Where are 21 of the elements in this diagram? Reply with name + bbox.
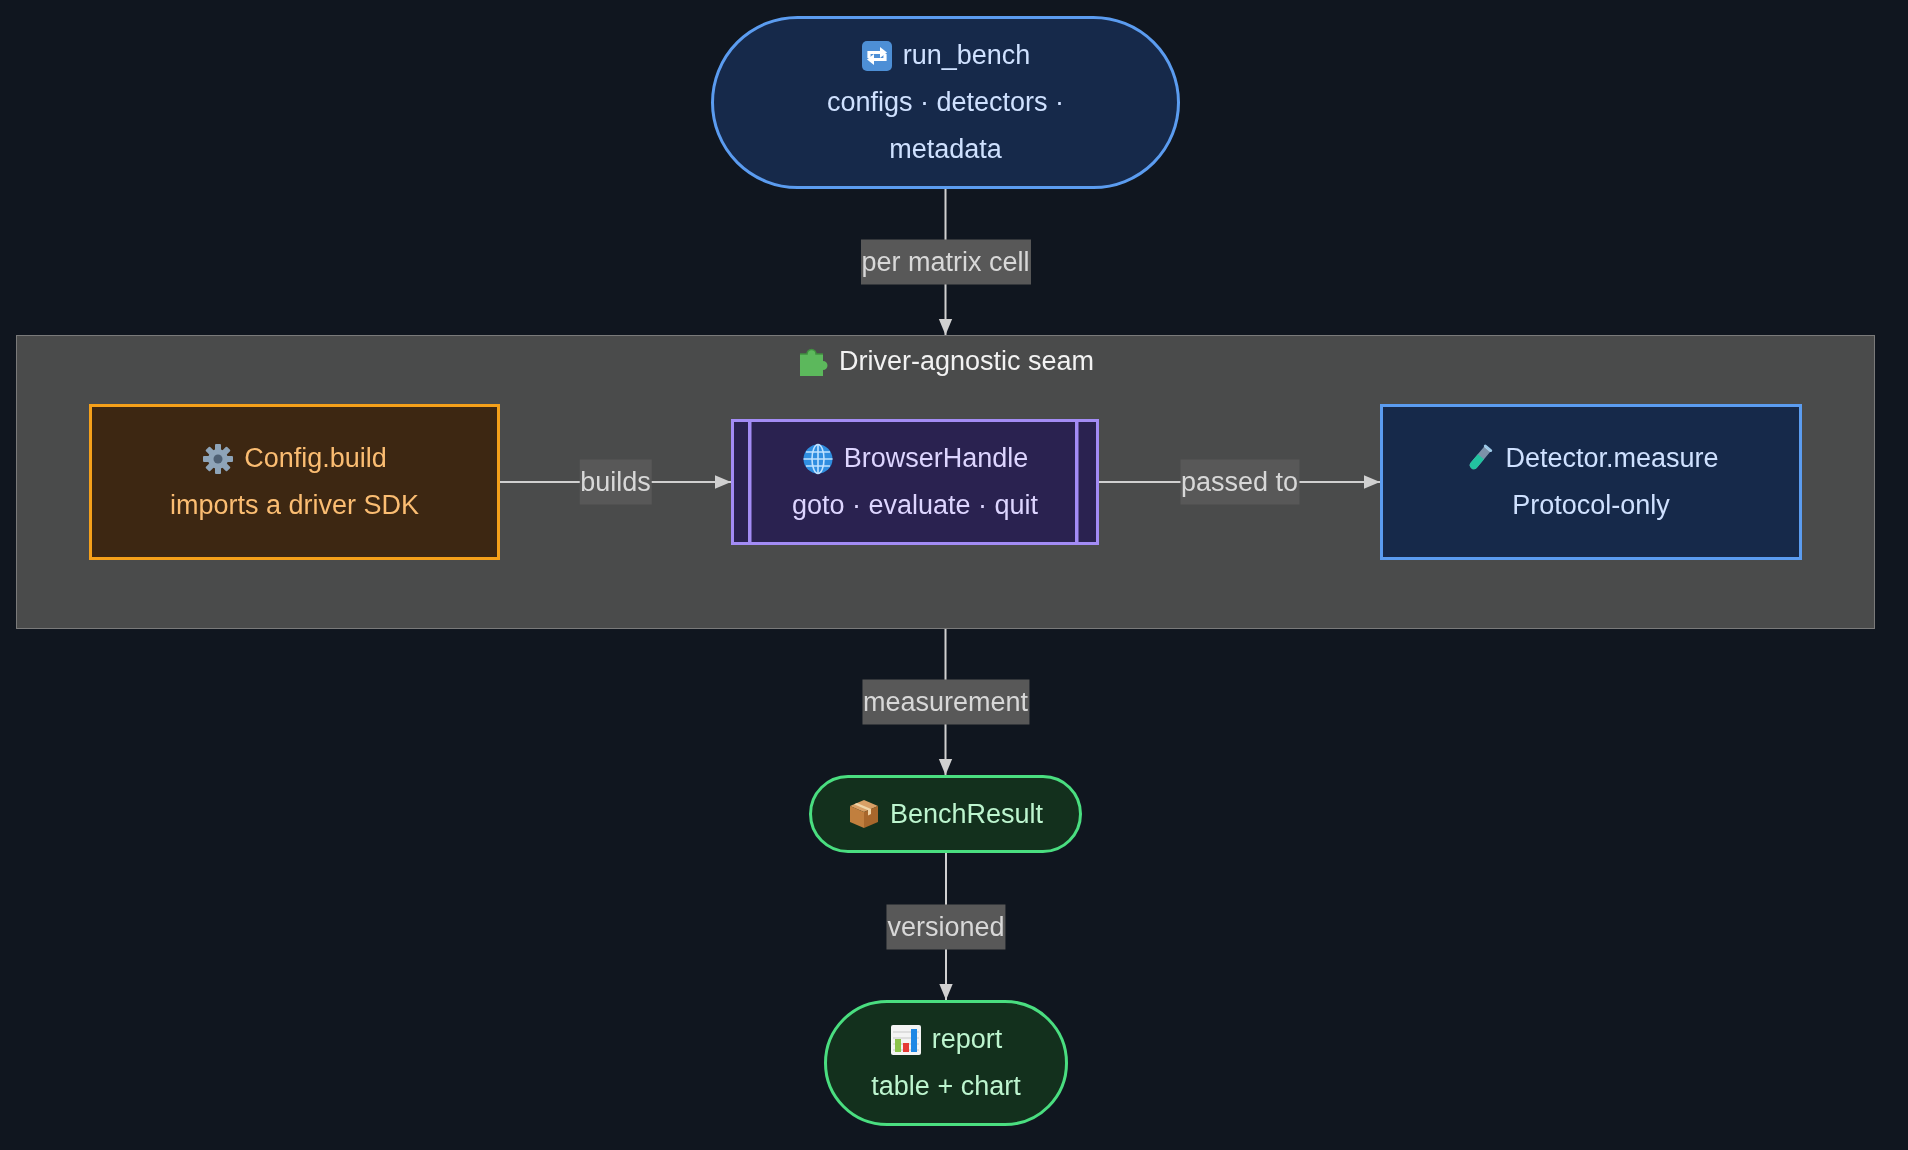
- node-text: goto · evaluate · quit: [791, 489, 1039, 522]
- node-text: Protocol-only: [1512, 489, 1670, 522]
- node-title: Config.build: [244, 442, 387, 475]
- node-title: report: [931, 1023, 1003, 1056]
- edge-label: builds: [579, 459, 652, 505]
- node-text: configs · detectors · metadata: [825, 86, 1066, 166]
- edge-label: per matrix cell: [860, 239, 1031, 285]
- node-title: BenchResult: [889, 797, 1044, 831]
- node-title: run_bench: [902, 39, 1031, 72]
- subroutine-box: [731, 419, 1099, 545]
- node-text: table + chart: [871, 1070, 1021, 1103]
- process-box: [1380, 404, 1802, 560]
- node-title: Detector.measure: [1505, 442, 1719, 475]
- group-panel: [16, 335, 1875, 629]
- node-title: BrowserHandle: [843, 442, 1029, 475]
- edge-label: versioned: [886, 904, 1006, 949]
- edge-label: measurement: [861, 679, 1030, 725]
- node-text: imports a driver SDK: [169, 489, 420, 522]
- group-title: Driver-agnostic seam: [838, 345, 1095, 378]
- process-box: [89, 404, 500, 560]
- edge-label: passed to: [1179, 459, 1300, 505]
